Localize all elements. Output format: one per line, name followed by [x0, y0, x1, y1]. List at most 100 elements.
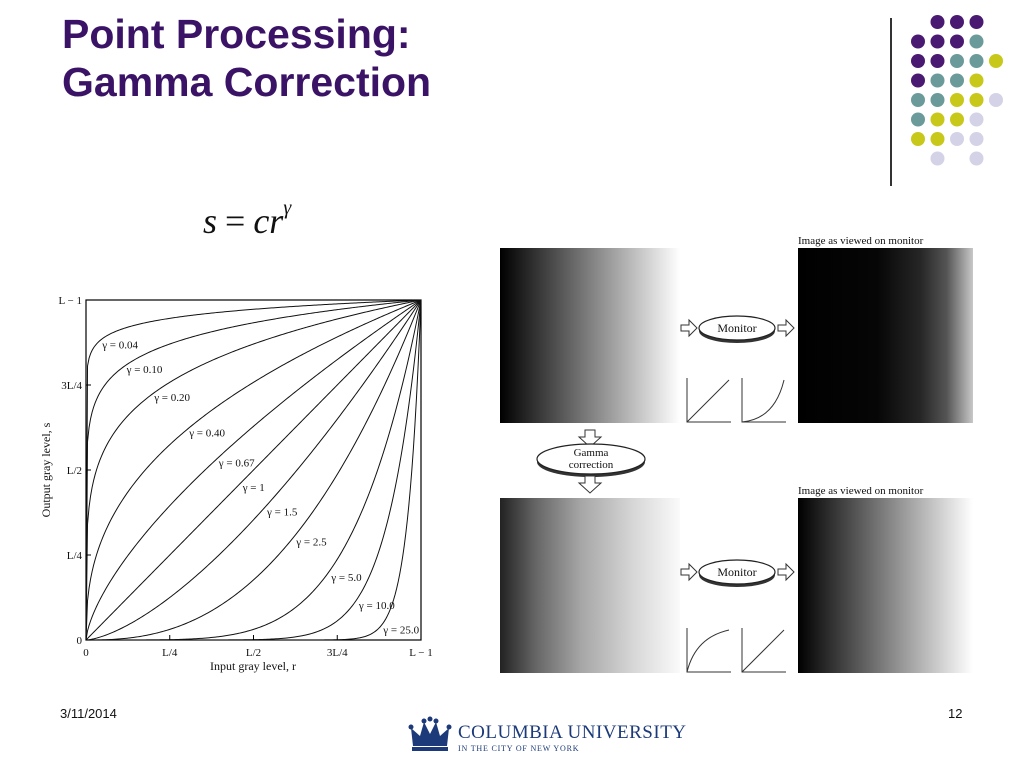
- gamma-curve: [85, 299, 422, 641]
- decor-dot: [950, 112, 964, 127]
- decor-dot: [911, 73, 925, 88]
- decor-dot: [930, 73, 945, 88]
- decor-dot: [911, 93, 925, 107]
- decor-dot: [950, 15, 964, 29]
- title-line-1: Point Processing:: [62, 11, 411, 57]
- x-tick-label: L/4: [162, 647, 178, 659]
- linear-response-icon: [686, 378, 731, 423]
- slide-page-number: 12: [948, 706, 963, 721]
- columbia-logo: COLUMBIA UNIVERSITY IN THE CITY OF NEW Y…: [408, 716, 686, 756]
- decor-dot: [989, 93, 1003, 107]
- decor-dot: [969, 73, 984, 88]
- x-tick-label: 3L/4: [327, 647, 348, 659]
- plot-ylabel: Output gray level, s: [39, 422, 53, 517]
- decor-dot: [969, 112, 984, 127]
- correction-response-icon: [686, 628, 731, 673]
- y-tick-label: 3L/4: [61, 380, 82, 392]
- y-tick-label: L − 1: [58, 295, 82, 307]
- gamma-curve-label: γ = 0.10: [126, 364, 163, 376]
- gamma-correction-node: [536, 443, 646, 475]
- gamma-curve: [85, 299, 422, 641]
- monitor-output-corrected-image: [798, 498, 973, 673]
- decor-dot-grid: [911, 15, 1003, 166]
- monitor-label-bottom: Monitor: [717, 565, 756, 579]
- arrow-down-icon: [577, 429, 603, 448]
- gamma-curve: [85, 299, 422, 641]
- gamma-curve-label: γ = 0.67: [218, 458, 255, 470]
- slide-title: Point Processing: Gamma Correction: [62, 10, 431, 106]
- logo-name: COLUMBIA UNIVERSITY: [458, 722, 687, 743]
- formula-lhs: s: [203, 201, 218, 241]
- formula-rhs: cr: [253, 201, 284, 241]
- decor-dot: [930, 54, 945, 68]
- decor-dot: [930, 34, 945, 49]
- monitor-node-bottom: [698, 559, 776, 585]
- decor-dot: [969, 93, 984, 107]
- slide-date: 3/11/2014: [60, 706, 117, 721]
- x-tick-label: L − 1: [409, 647, 433, 659]
- y-tick-label: 0: [77, 635, 83, 647]
- decor-dot: [950, 132, 964, 146]
- decor-dot: [911, 132, 925, 146]
- decor-dot: [911, 112, 925, 127]
- decor-dot: [930, 112, 945, 127]
- decor-dot: [969, 34, 984, 49]
- arrow-down-icon: [577, 475, 603, 494]
- y-tick-label: L/4: [67, 550, 83, 562]
- formula-exponent: γ: [283, 197, 292, 219]
- arrow-right-icon: [680, 562, 698, 582]
- gamma-curve-label: γ = 0.40: [188, 428, 225, 440]
- gamma-label-line1: Gamma: [574, 447, 609, 459]
- logo-tagline: IN THE CITY OF NEW YORK: [458, 744, 580, 753]
- crown-icon: [408, 716, 452, 751]
- decor-dot: [969, 54, 984, 68]
- gamma-curves-plot: γ = 0.04γ = 0.10γ = 0.20γ = 0.40γ = 0.67…: [39, 295, 433, 673]
- decor-dot: [969, 151, 984, 166]
- gamma-curve: [85, 299, 422, 641]
- gamma-curve-label: γ = 0.04: [101, 339, 138, 351]
- gamma-curve-label: γ = 1.5: [266, 507, 298, 519]
- gamma-curve: [86, 299, 422, 641]
- gamma-curve-label: γ = 2.5: [295, 536, 327, 548]
- gamma-curve-label: γ = 1: [242, 482, 265, 494]
- monitor-output-dark-image: [798, 248, 973, 423]
- arrow-right-icon: [680, 318, 698, 338]
- decor-dot: [950, 54, 964, 68]
- plot-xlabel: Input gray level, r: [210, 659, 296, 673]
- gamma-formula: s=crγ: [203, 197, 292, 242]
- gamma-curve-label: γ = 10.0: [358, 600, 395, 612]
- input-ramp-image: [500, 248, 680, 423]
- gamma-curve-label: γ = 5.0: [330, 572, 362, 584]
- decor-dot: [950, 34, 964, 49]
- arrow-right-icon: [777, 318, 795, 338]
- linear-response-icon: [741, 628, 786, 673]
- monitor-label-top: Monitor: [717, 321, 756, 335]
- decor-dot: [969, 132, 984, 146]
- decor-dot: [930, 15, 945, 29]
- decor-dot: [969, 15, 984, 29]
- decor-dot: [911, 34, 925, 49]
- corrected-ramp-image: [500, 498, 680, 673]
- title-line-2: Gamma Correction: [62, 59, 432, 105]
- monitor-response-icon: [741, 378, 786, 423]
- gamma-curve: [85, 299, 422, 641]
- gamma-correction-figure: Image as viewed on monitor Monitor Gamma…: [500, 235, 973, 673]
- decor-dot: [930, 151, 945, 166]
- gamma-curve-label: γ = 25.0: [382, 625, 419, 637]
- formula-equals: =: [225, 201, 246, 241]
- arrow-right-icon: [777, 562, 795, 582]
- gamma-curve: [85, 299, 422, 641]
- decor-dot: [930, 132, 945, 146]
- decor-divider-line: [890, 18, 892, 186]
- decor-dot: [989, 54, 1003, 68]
- decor-dot: [911, 54, 925, 68]
- gamma-curve: [85, 299, 422, 641]
- viewed-label-bottom: Image as viewed on monitor: [798, 485, 924, 497]
- y-tick-label: L/2: [67, 465, 82, 477]
- x-tick-label: L/2: [246, 647, 261, 659]
- decor-dot: [950, 93, 964, 107]
- viewed-label-top: Image as viewed on monitor: [798, 235, 924, 247]
- gamma-label-line2: correction: [569, 459, 614, 471]
- x-tick-label: 0: [83, 647, 89, 659]
- decor-dot: [930, 93, 945, 107]
